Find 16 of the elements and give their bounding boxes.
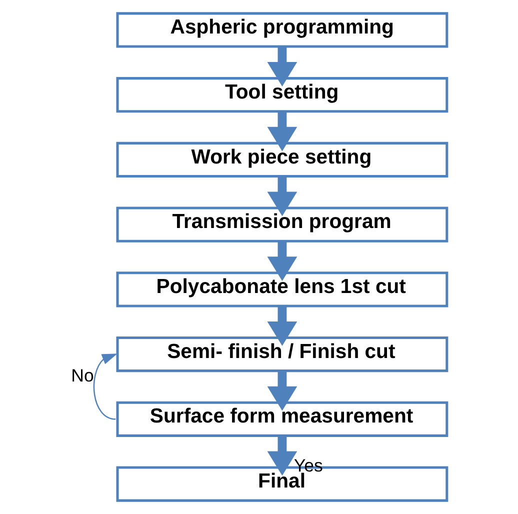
node-box: Transmission program (116, 206, 448, 242)
node-box: Polycabonate lens 1st cut (116, 272, 448, 308)
node-box: Semi- finish / Finish cut (116, 336, 448, 372)
edge-label: No (71, 366, 94, 386)
arrow (267, 306, 298, 346)
node-box: Tool setting (116, 77, 448, 113)
node-box: Surface form measurement (116, 401, 448, 437)
arrow (93, 354, 118, 420)
arrow (267, 46, 298, 86)
node-box: Work piece setting (116, 142, 448, 178)
arrow (267, 241, 298, 282)
arrow (267, 176, 298, 216)
arrow (267, 370, 298, 411)
arrow (267, 112, 298, 152)
arrow (267, 436, 298, 476)
node-box: Aspheric programming (116, 12, 448, 48)
